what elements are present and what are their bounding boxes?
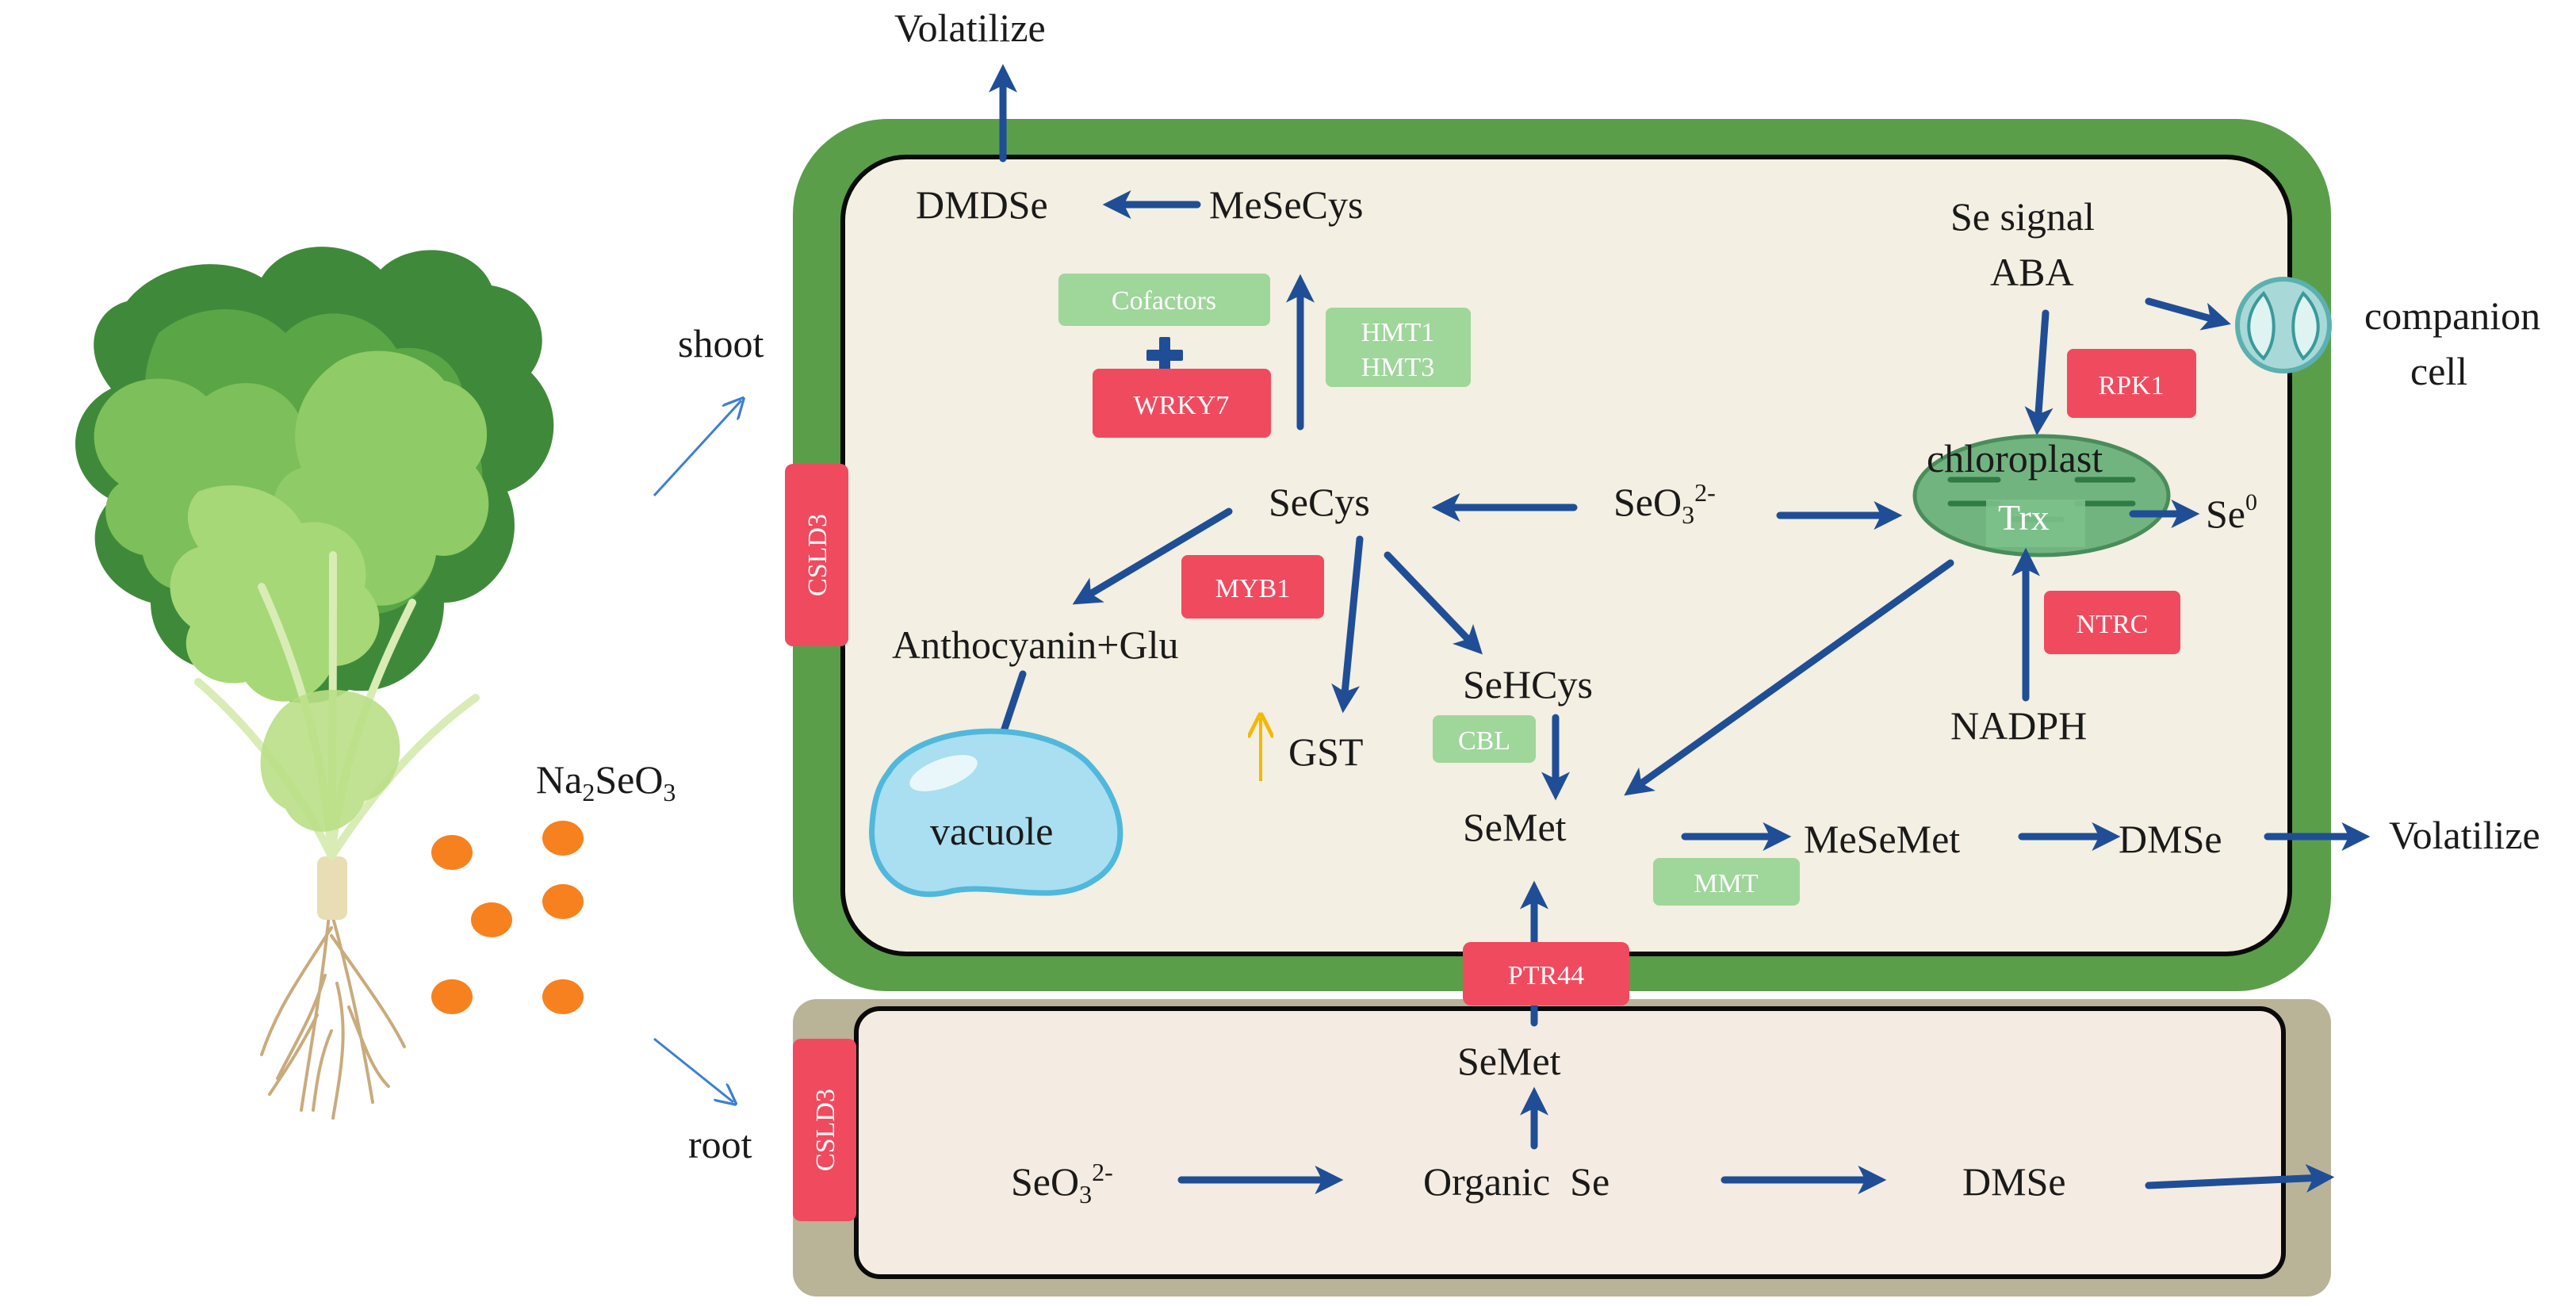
chloroplast-icon bbox=[1912, 434, 2171, 557]
root-label: root bbox=[688, 1122, 752, 1166]
arrow-chloroplast-semet bbox=[1624, 559, 1954, 796]
aba-label: ABA bbox=[1990, 250, 2074, 294]
mmt-tag: MMT bbox=[1653, 858, 1800, 906]
trx-label: Trx bbox=[1998, 497, 2050, 538]
na2seo3-particles-icon bbox=[431, 821, 584, 1014]
plus-icon bbox=[1146, 337, 1183, 373]
arrow-secys-sehcys bbox=[1384, 551, 1483, 655]
cofactors-tag: Cofactors bbox=[1058, 274, 1270, 326]
na2seo3-label: Na2SeO3 bbox=[536, 757, 676, 806]
root-arrow bbox=[653, 1037, 733, 1102]
gst-label: GST bbox=[1288, 730, 1363, 774]
svg-text:MYB1: MYB1 bbox=[1215, 574, 1290, 603]
nadph-label: NADPH bbox=[1950, 703, 2087, 748]
arrow-aba-companion bbox=[2145, 297, 2231, 331]
svg-text:CSLD3: CSLD3 bbox=[811, 1089, 840, 1171]
svg-text:CSLD3: CSLD3 bbox=[803, 514, 833, 596]
svg-text:RPK1: RPK1 bbox=[2098, 371, 2164, 400]
dmse-root-label: DMSe bbox=[1962, 1159, 2066, 1204]
cell-label: cell bbox=[2410, 349, 2467, 393]
myb1-tag: MYB1 bbox=[1181, 555, 1324, 619]
vacuole-label: vacuole bbox=[930, 809, 1053, 853]
svg-text:HMT1: HMT1 bbox=[1361, 318, 1435, 347]
semet-root-label: SeMet bbox=[1457, 1039, 1561, 1083]
svg-text:WRKY7: WRKY7 bbox=[1134, 391, 1230, 420]
companion-cell-icon bbox=[2235, 277, 2332, 373]
seo3-root-label: SeO32- bbox=[1011, 1158, 1113, 1208]
ptr44-tag: PTR44 bbox=[1463, 942, 1629, 1005]
dmse-shoot-label: DMSe bbox=[2119, 817, 2222, 861]
secys-label: SeCys bbox=[1269, 480, 1370, 524]
cbl-tag: CBL bbox=[1433, 715, 1536, 763]
svg-text:NTRC: NTRC bbox=[2076, 610, 2149, 639]
chloroplast-label: chloroplast bbox=[1927, 436, 2103, 481]
wrky7-tag: WRKY7 bbox=[1093, 369, 1271, 438]
root-cytoplasm bbox=[854, 1006, 2286, 1279]
dmdse-label: DMDSe bbox=[916, 182, 1048, 227]
semet-shoot-label: SeMet bbox=[1463, 805, 1567, 849]
svg-text:CBL: CBL bbox=[1458, 726, 1510, 756]
csld3-root-tag: CSLD3 bbox=[793, 1039, 856, 1221]
arrow-secys-anthocyanin bbox=[1072, 507, 1233, 605]
svg-text:MMT: MMT bbox=[1694, 869, 1758, 898]
sehcys-label: SeHCys bbox=[1463, 662, 1593, 707]
companion-label: companion bbox=[2364, 293, 2540, 338]
svg-text:HMT3: HMT3 bbox=[1361, 353, 1435, 382]
organic-se-label: Organic Se bbox=[1423, 1159, 1610, 1204]
volatilize-right-label: Volatilize bbox=[2389, 813, 2540, 857]
arrow-aba-chloroplast bbox=[2024, 309, 2054, 436]
seo3-shoot-label: SeO32- bbox=[1613, 478, 1716, 529]
vacuole-icon bbox=[869, 728, 1123, 898]
svg-text:Cofactors: Cofactors bbox=[1112, 286, 1216, 316]
mesecys-label: MeSeCys bbox=[1209, 182, 1363, 227]
svg-text:PTR44: PTR44 bbox=[1508, 961, 1584, 990]
arrow-secys-gst bbox=[1331, 535, 1364, 714]
csld3-shoot-tag: CSLD3 bbox=[785, 464, 848, 646]
anthocyanin-label: Anthocyanin+Glu bbox=[892, 622, 1178, 667]
lettuce-plant-icon bbox=[75, 247, 554, 1120]
shoot-label: shoot bbox=[678, 321, 764, 366]
arrow-dmse-root-out bbox=[2145, 1163, 2335, 1193]
shoot-arrow bbox=[653, 400, 741, 497]
volatilize-top-label: Volatilize bbox=[894, 6, 1046, 50]
ntrc-tag: NTRC bbox=[2044, 591, 2180, 654]
hmt-tag: HMT1 HMT3 bbox=[1326, 308, 1471, 387]
rpk1-tag: RPK1 bbox=[2067, 349, 2196, 418]
se0-label: Se0 bbox=[2206, 489, 2257, 536]
se-signal-label: Se signal bbox=[1950, 194, 2095, 239]
mesemet-label: MeSeMet bbox=[1804, 817, 1960, 861]
